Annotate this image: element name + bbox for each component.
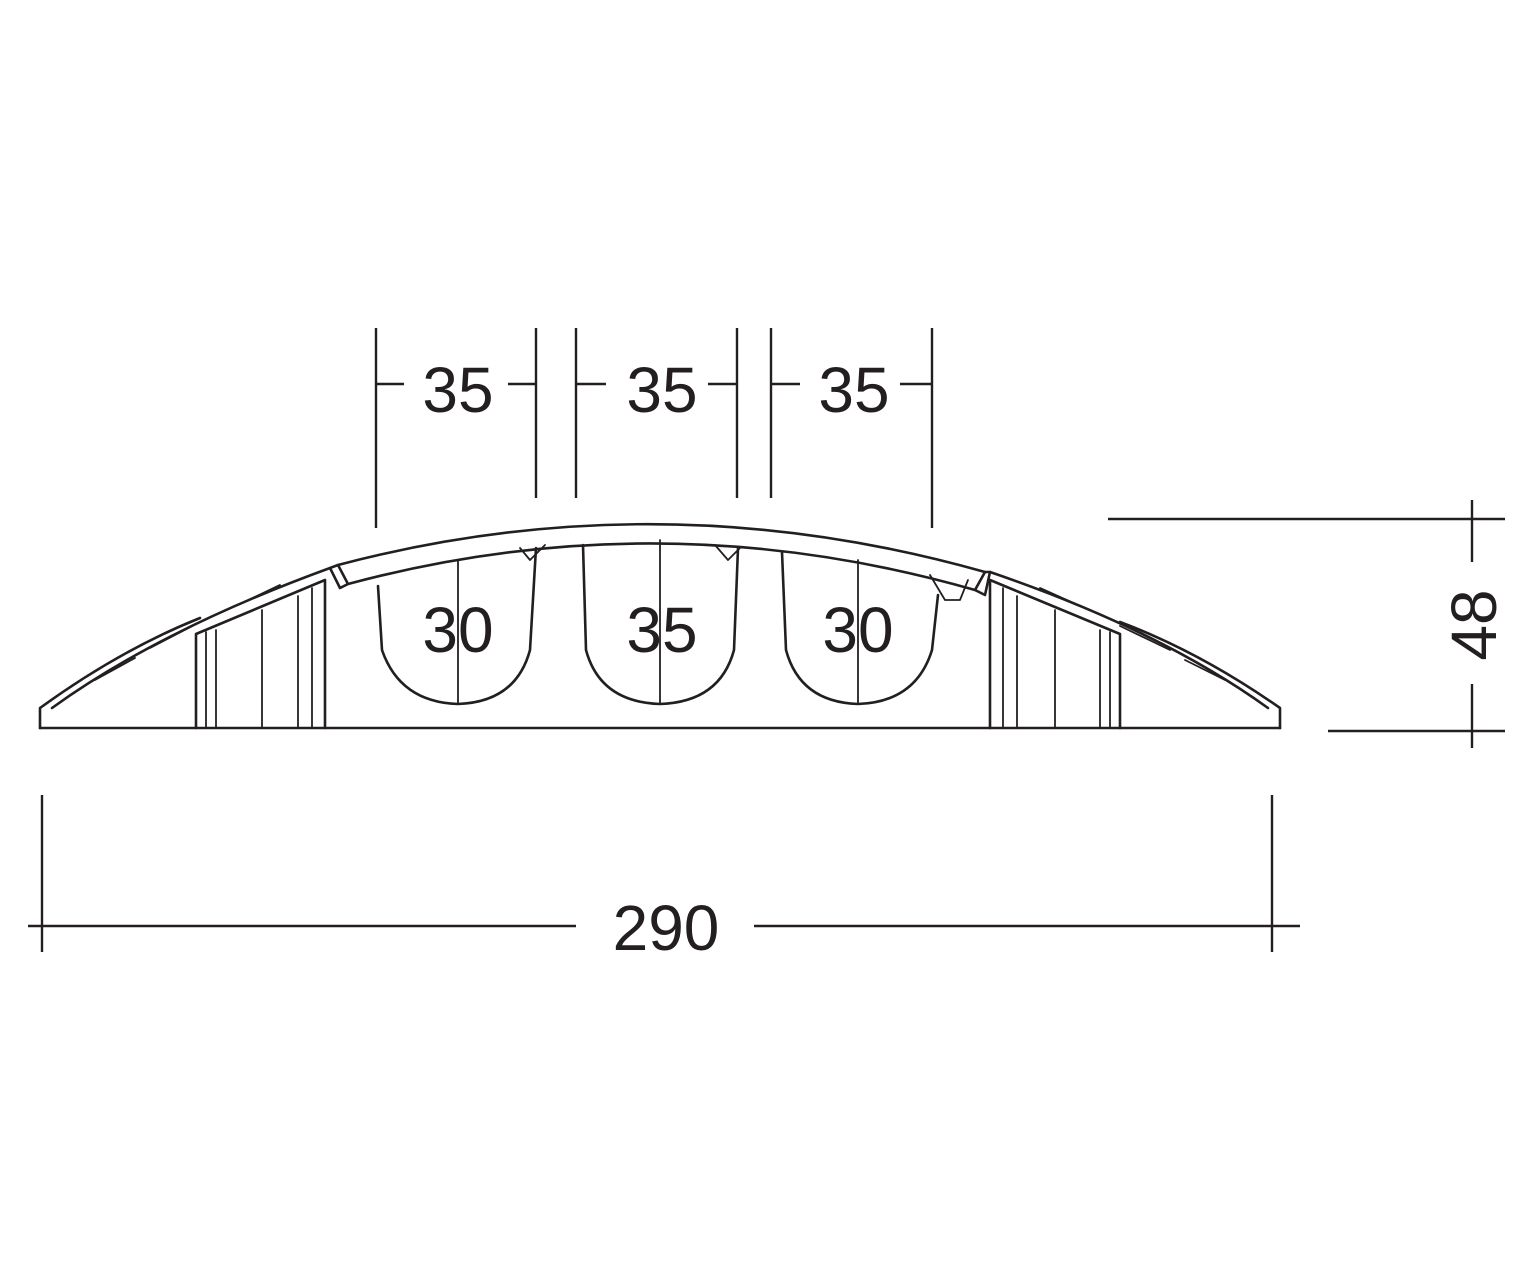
overall-width-dimension-lines — [28, 795, 1300, 952]
left-ribs — [194, 578, 327, 730]
overall-height-dimension-lines — [1108, 500, 1505, 748]
cable-channels — [376, 539, 940, 706]
top-dimension-lines — [374, 328, 934, 528]
top-channel-width-1-label: 35 — [422, 354, 493, 426]
channel-1-height-label: 30 — [422, 594, 493, 666]
top-channel-width-2-label: 35 — [626, 354, 697, 426]
channel-3-height-label: 30 — [822, 594, 893, 666]
overall-width-label: 290 — [613, 892, 720, 964]
right-ribs — [988, 578, 1122, 730]
channel-2-height-label: 35 — [626, 594, 697, 666]
top-channel-width-3-label: 35 — [818, 354, 889, 426]
overall-height-label: 48 — [1438, 589, 1510, 660]
